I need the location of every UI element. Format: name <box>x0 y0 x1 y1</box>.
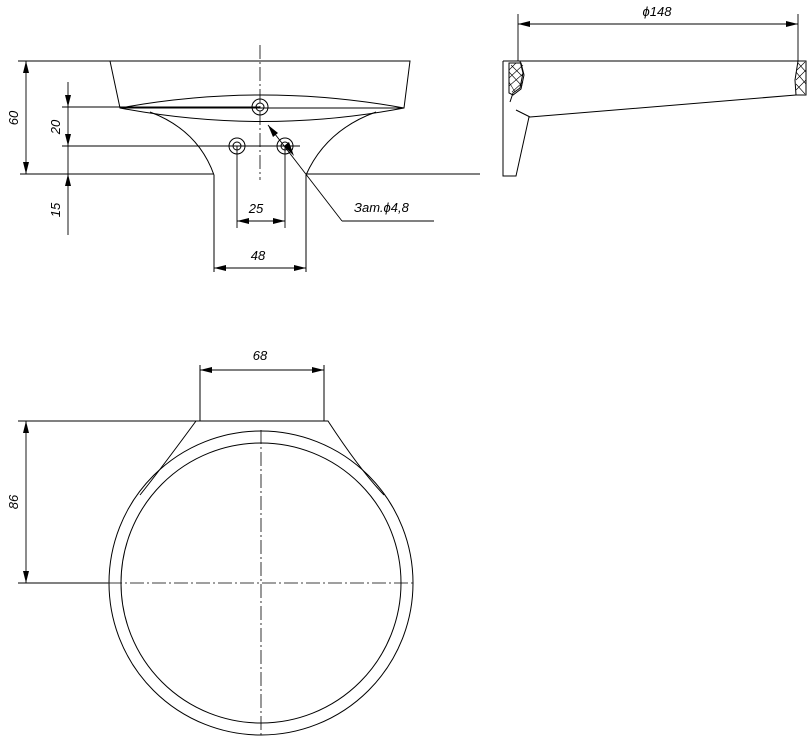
dimension-48-label: 48 <box>251 248 266 263</box>
dimension-25-label: 25 <box>248 201 264 216</box>
dimension-86-label: 86 <box>6 494 21 509</box>
dimension-20: 20 <box>48 82 71 146</box>
plan-view: 68 86 <box>6 348 414 736</box>
dimension-86: 86 <box>6 421 29 583</box>
left-rim-hatch <box>508 62 525 93</box>
dimension-68: 68 <box>200 348 324 373</box>
dimension-diameter-label: ϕ148 <box>643 4 673 19</box>
dimension-48: 48 <box>214 248 306 271</box>
right-rim-hatch <box>795 61 807 95</box>
dimension-15-label: 15 <box>48 202 63 217</box>
hole-note-label: Зат.ϕ4,8 <box>354 200 410 215</box>
section-view: ϕ148 <box>502 4 807 177</box>
dimension-60: 60 <box>6 60 110 174</box>
dimension-20-label: 20 <box>48 119 63 135</box>
dimension-15: 15 <box>48 146 71 235</box>
dimension-68-label: 68 <box>253 348 268 363</box>
dimension-60-label: 60 <box>6 110 21 125</box>
dimension-25: 25 <box>236 146 286 228</box>
front-view: 60 20 15 25 48 <box>6 45 480 272</box>
hole-note-leader: Зат.ϕ4,8 <box>267 124 434 222</box>
dimension-diameter: ϕ148 <box>517 4 799 61</box>
